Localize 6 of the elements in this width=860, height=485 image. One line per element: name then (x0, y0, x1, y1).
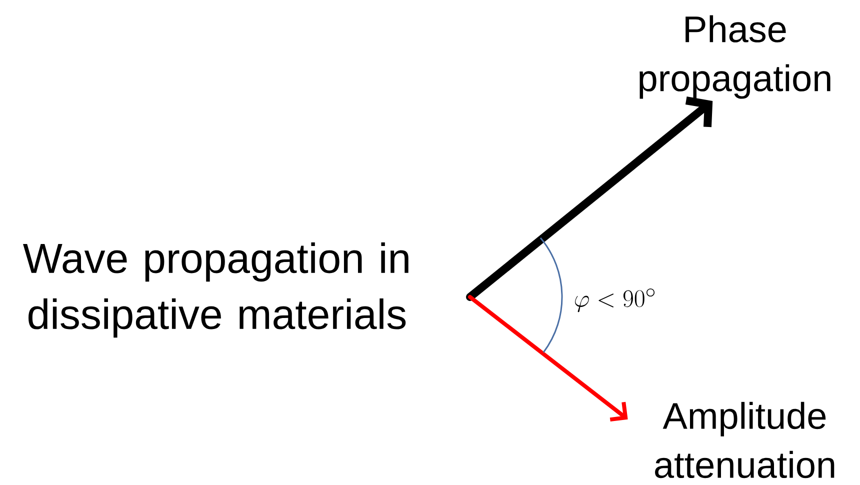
angle-label: $\varphi < 90^\circ$ (575, 288, 655, 312)
text-label: Amplitude attenuation (655, 402, 834, 478)
arrow (466, 96, 713, 301)
text-label: Wave propagation in dissipative materials (23, 242, 408, 338)
arrow (468, 295, 628, 422)
text-label: Phase propagation (640, 15, 830, 99)
